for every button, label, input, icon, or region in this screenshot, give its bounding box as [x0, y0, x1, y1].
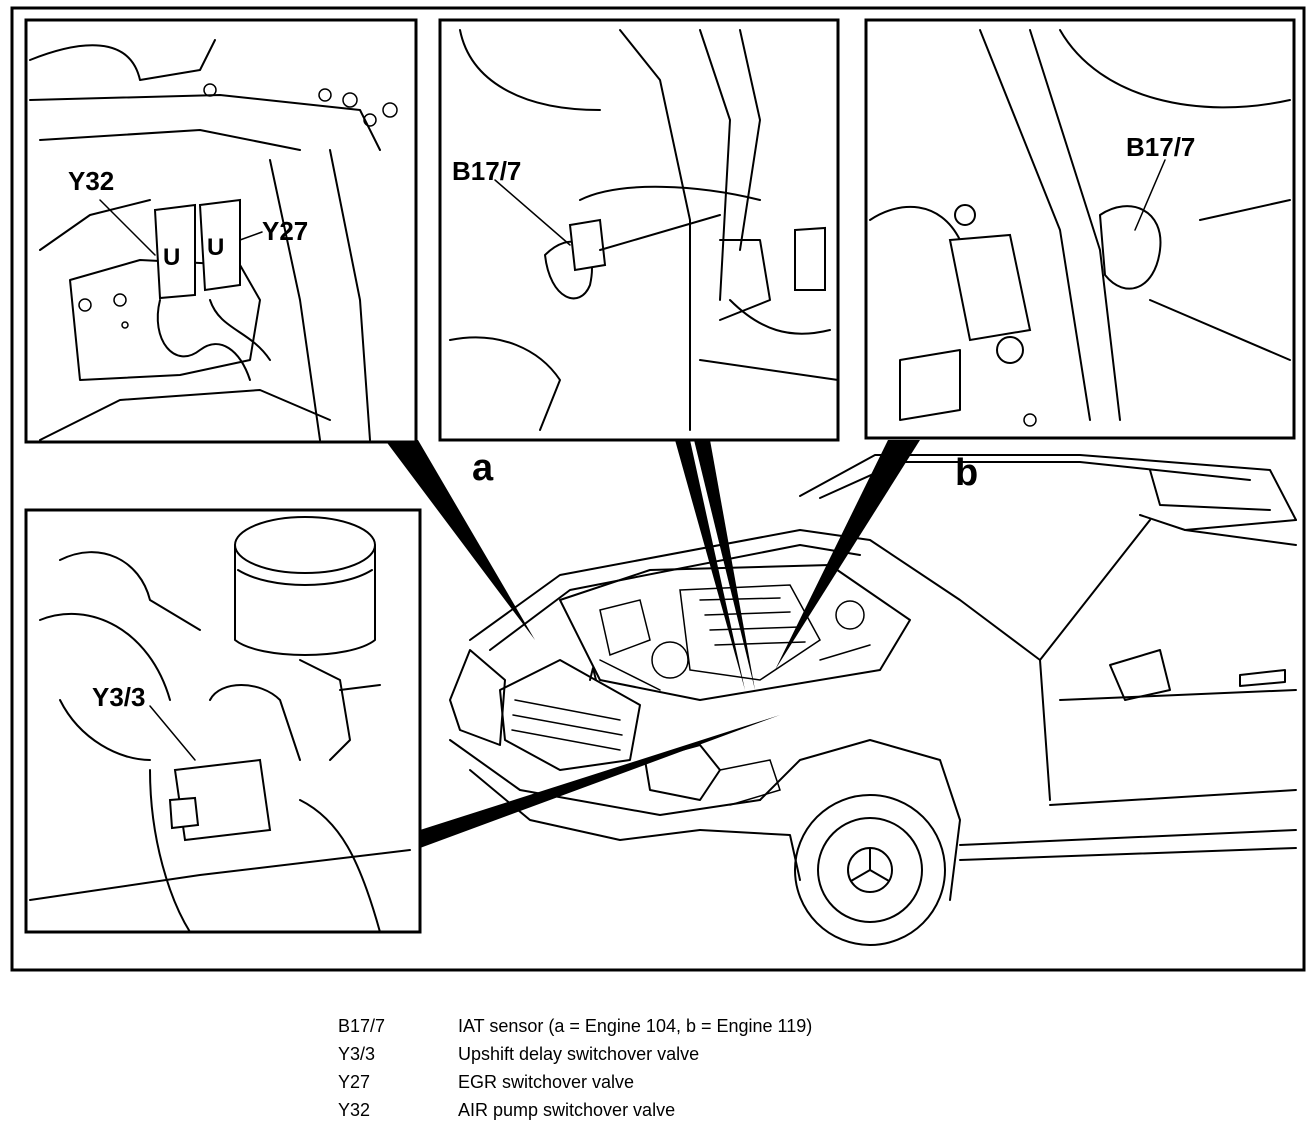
- svg-text:U: U: [207, 234, 224, 261]
- label-b17-7-a: B17/7: [452, 156, 521, 186]
- label-b17-7-b: B17/7: [1126, 132, 1195, 162]
- legend-code: Y32: [338, 1099, 371, 1120]
- wedge-panel-lower: [420, 715, 780, 848]
- detail-panel-a: B17/7: [438, 18, 840, 442]
- label-y32: Y32: [68, 166, 114, 196]
- wedge-panel-1: [385, 440, 535, 640]
- callout-wedges: [385, 440, 920, 848]
- wedge-panel-b: [775, 440, 920, 670]
- panel-letter-a: a: [472, 447, 494, 489]
- legend-description: Upshift delay switchover valve: [458, 1043, 700, 1064]
- legend-row: Y3/3 Upshift delay switchover valve: [338, 1040, 1038, 1068]
- legend-code: Y27: [338, 1071, 371, 1092]
- detail-panel-1: U U Y32 Y27: [24, 18, 418, 444]
- legend-description: AIR pump switchover valve: [458, 1099, 676, 1120]
- legend: B17/7 IAT sensor (a = Engine 104, b = En…: [338, 1012, 1038, 1124]
- label-y27: Y27: [262, 216, 308, 246]
- car-illustration: [449, 454, 1297, 946]
- legend-row: B17/7 IAT sensor (a = Engine 104, b = En…: [338, 1012, 1038, 1040]
- legend-description: IAT sensor (a = Engine 104, b = Engine 1…: [458, 1015, 813, 1036]
- legend-row: Y27 EGR switchover valve: [338, 1068, 1038, 1096]
- detail-panel-b: B17/7: [864, 18, 1296, 440]
- wedge-panel-a-left: [675, 440, 745, 690]
- legend-description: EGR switchover valve: [458, 1071, 635, 1092]
- label-y3-3: Y3/3: [92, 682, 146, 712]
- svg-text:U: U: [163, 244, 180, 271]
- legend-code: B17/7: [338, 1015, 386, 1036]
- wedge-panel-a-right: [694, 440, 755, 690]
- legend-code: Y3/3: [338, 1043, 376, 1064]
- legend-row: Y32 AIR pump switchover valve: [338, 1096, 1038, 1124]
- panel-letter-b: b: [955, 452, 978, 494]
- detail-panel-lower: Y3/3: [24, 508, 422, 934]
